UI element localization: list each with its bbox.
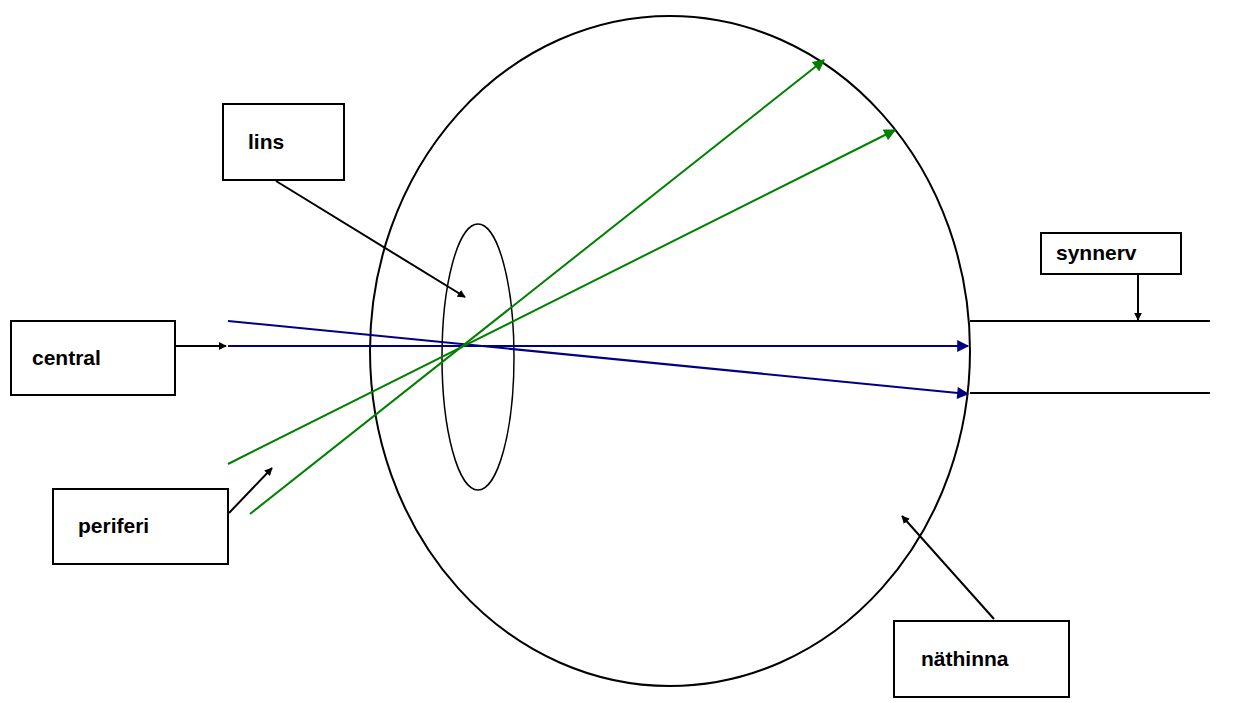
label-box: lins: [222, 103, 345, 181]
label-text: central: [32, 346, 101, 370]
lens: [442, 224, 514, 490]
leader-arrow: [902, 516, 994, 619]
label-text: näthinna: [921, 647, 1009, 671]
eyeball: [370, 16, 970, 686]
label-text: synnerv: [1056, 241, 1137, 265]
label-text: periferi: [78, 514, 149, 538]
central-ray: [228, 345, 968, 347]
label-box: näthinna: [893, 620, 1070, 698]
leader-arrow: [276, 181, 465, 297]
optic-nerve-line: [970, 392, 1210, 394]
label-box: synnerv: [1040, 232, 1182, 275]
label-box: periferi: [52, 488, 229, 565]
label-box: central: [10, 320, 176, 396]
leader-arrow: [176, 345, 226, 347]
leader-arrow: [229, 468, 272, 513]
leader-arrow: [1137, 275, 1139, 320]
label-text: lins: [248, 130, 284, 154]
optic-nerve-line: [970, 320, 1210, 322]
central-ray: [228, 321, 968, 394]
